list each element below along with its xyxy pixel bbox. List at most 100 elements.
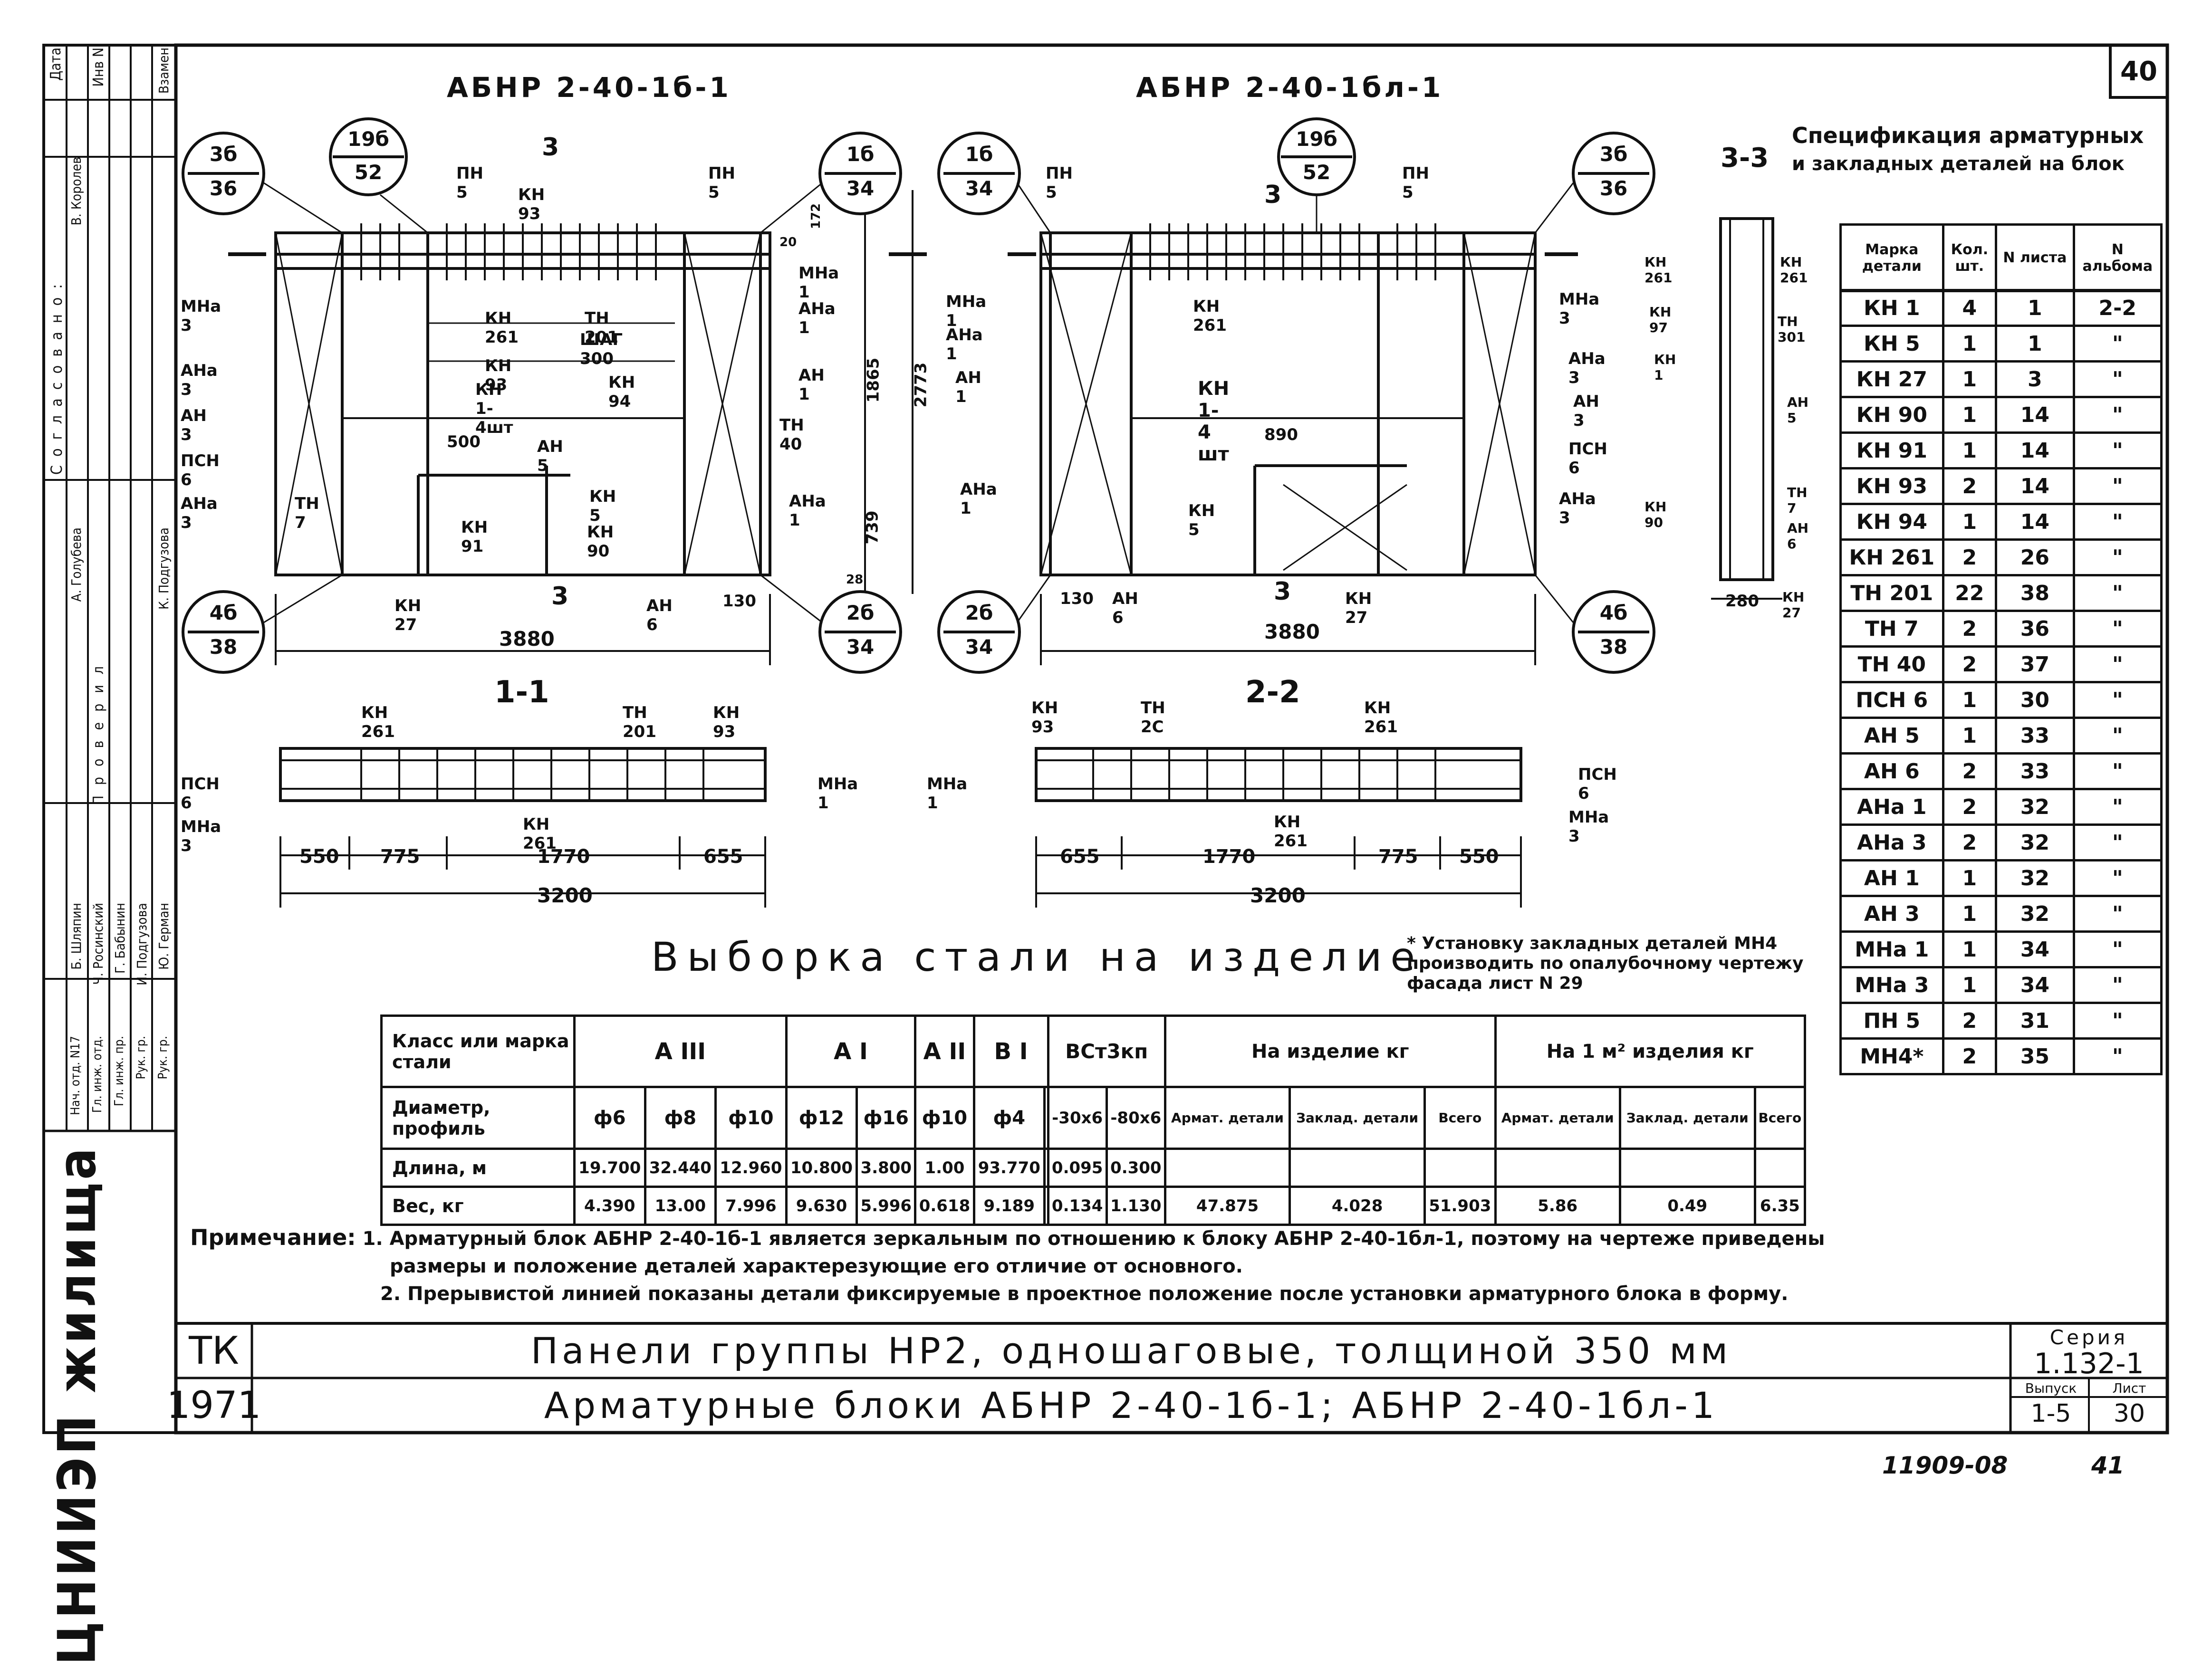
cell (1043, 1086, 1049, 1150)
label: АН 3 (1573, 392, 1599, 430)
cell: 1.00 (914, 1148, 975, 1188)
series-label: Серия (2049, 1326, 2128, 1349)
section-3-title: 3-3 (1721, 143, 1769, 173)
cell: ф12 (785, 1086, 858, 1150)
cell: 1.130 (1105, 1186, 1166, 1226)
label: ПСН 6 (1568, 440, 1607, 478)
page-number: 40 (2120, 56, 2157, 87)
cell: 34 (1995, 930, 2075, 968)
dimension: 130 (1060, 589, 1094, 608)
label: КН 94 (608, 373, 635, 411)
cell: 30 (1995, 681, 2075, 719)
label: КН 261 (1780, 254, 1808, 286)
stamp-year: 1971 (166, 1384, 261, 1427)
cell: 33 (1995, 752, 2075, 790)
label: КН 261 (485, 309, 519, 347)
cell: " (2072, 859, 2163, 897)
callout-top: 1б (846, 143, 875, 166)
label: ТН 7 (295, 494, 319, 532)
section-2-outline (1035, 747, 1522, 802)
label: АН 5 (1787, 394, 1809, 426)
cell: -30х6 (1047, 1086, 1108, 1150)
cell: 2 (1942, 645, 1998, 683)
left-drawing-title: АБНР 2-40-1б-1 (447, 71, 731, 104)
label: КН 90 (587, 523, 614, 561)
label: ПН 5 (1402, 164, 1429, 202)
cell: МН4* (1839, 1037, 1944, 1075)
issue-label: Выпуск (2025, 1380, 2077, 1396)
cell: КН 27 (1839, 360, 1944, 398)
cell: 7.996 (714, 1186, 788, 1226)
label: КН 27 (1782, 589, 1805, 621)
cell: 32.440 (644, 1148, 717, 1188)
label: КН 1- 4шт (475, 380, 513, 437)
label: КН 93 (518, 185, 545, 223)
dimension: 20 (779, 235, 797, 249)
cell: На изделие кг (1164, 1014, 1497, 1088)
dimension: 890 (1264, 425, 1298, 444)
label: КН 261 (361, 703, 395, 741)
label: АН 1 (798, 366, 825, 404)
dimension: 739 (863, 510, 882, 545)
label: КН 261 (1274, 813, 1308, 851)
cell: " (2072, 930, 2163, 968)
cell: МНа 1 (1839, 930, 1944, 968)
cell: 2-2 (2072, 289, 2163, 327)
cell: МНа 3 (1839, 966, 1944, 1004)
label: КН 1- 4 шт (1198, 378, 1230, 465)
cell (1753, 1148, 1807, 1188)
cell: " (2072, 823, 2163, 861)
label: ПСН 6 (181, 451, 220, 489)
label: КН 97 (1649, 304, 1672, 335)
steel-note: * Установку закладных деталей МН4 произв… (1407, 934, 1804, 993)
cell: 1 (1942, 966, 1998, 1004)
cell: 0.618 (914, 1186, 975, 1226)
cell: Класс или марка стали (380, 1014, 576, 1088)
column-header: Кол. шт. (1942, 223, 1998, 292)
dimension: 2773 (911, 362, 931, 408)
cell: АН 1 (1839, 859, 1944, 897)
cell: 14 (1995, 467, 2075, 505)
bottom-page: 41 (2091, 1452, 2125, 1479)
section-2-title: 2-2 (1245, 675, 1300, 710)
note-text: 2. Прерывистой линией показаны детали фи… (380, 1283, 1789, 1305)
cell: 3.800 (856, 1148, 917, 1188)
label: КН 5 (589, 487, 616, 525)
issue-value: 1-5 (2030, 1399, 2071, 1428)
cell: 3 (1995, 360, 2075, 398)
table-row: Диаметр, профиль ф6 ф8 ф10 ф12 ф16 ф10 ф… (380, 1086, 1807, 1150)
label: КН 261 (1645, 254, 1673, 286)
cell (1289, 1148, 1426, 1188)
cell: Длина, м (380, 1148, 576, 1188)
callout-bottom: 36 (1599, 177, 1628, 200)
spec-title: Спецификация арматурных и закладных дета… (1792, 121, 2144, 178)
label: КН 261 (523, 815, 557, 853)
label: МНа 3 (1568, 808, 1609, 846)
spec-title-line: и закладных деталей на блок (1792, 153, 2125, 175)
cell: 1 (1942, 325, 1998, 363)
dimension: 130 (722, 592, 756, 611)
cell: ф10 (914, 1086, 975, 1150)
cell: АНа 1 (1839, 788, 1944, 826)
label: МНа 3 (181, 297, 221, 335)
cell: КН 261 (1839, 538, 1944, 576)
spec-table: Марка детали Кол. шт. N листа N альбома (1839, 223, 2163, 292)
cell: 5.996 (856, 1186, 917, 1226)
dimension: 3200 (1250, 884, 1306, 907)
callout-bottom: 38 (209, 635, 238, 659)
cell: 1 (1942, 859, 1998, 897)
label: КН 27 (1345, 589, 1372, 627)
label: КН 261 (1193, 297, 1227, 335)
sheet-label: Лист (2112, 1380, 2146, 1396)
label: МНа 3 (1559, 290, 1600, 328)
cut-mark: 3 (551, 582, 569, 611)
cell: 26 (1995, 538, 2075, 576)
section-1-title: 1-1 (494, 675, 549, 710)
dimension: 1865 (864, 357, 883, 403)
label: ПСН 6 (1578, 765, 1617, 803)
